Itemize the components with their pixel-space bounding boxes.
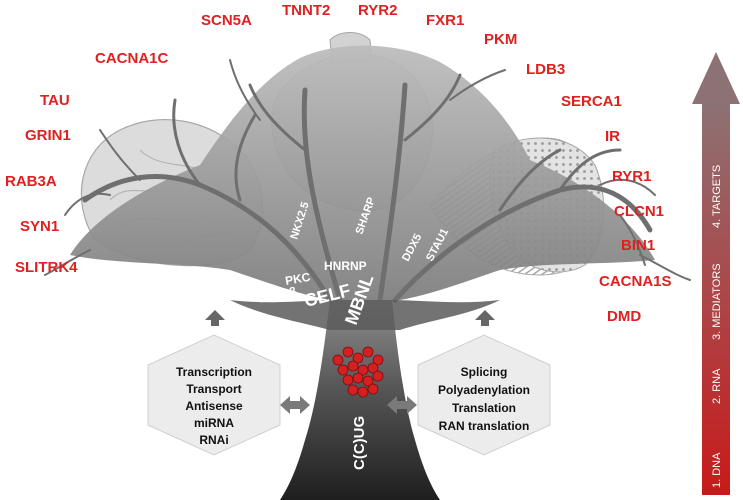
up-arrow-right-icon [475,310,495,326]
left-process-1: Transcription [176,365,252,379]
stage-rna: 2. RNA [711,368,723,404]
double-arrow-right-icon [387,396,417,414]
stage-mediators: 3. MEDIATORS [711,263,723,340]
left-process-2: Transport [186,382,241,396]
gene-syn1: SYN1 [20,218,59,235]
gene-tau: TAU [40,92,70,109]
stage-dna: 1. DNA [711,452,723,488]
gene-fxr1: FXR1 [426,12,464,29]
mediator-hnrnp: HNRNP [324,259,367,273]
gene-tnnt2: TNNT2 [282,2,330,19]
gene-ldb3: LDB3 [526,61,565,78]
gene-ryr2: RYR2 [358,2,397,19]
gene-ir: IR [605,128,620,145]
tree-base-shadow [230,300,500,330]
targets-left: CACNA1C TAU GRIN1 RAB3A SYN1 SLITRK4 [5,50,169,276]
right-process-3: Translation [452,401,516,415]
gene-cacna1s: CACNA1S [599,273,672,290]
gene-rab3a: RAB3A [5,173,57,190]
gene-bin1: BIN1 [621,237,655,254]
left-process-4: miRNA [194,416,234,430]
targets-right: SERCA1 IR RYR1 CLCN1 BIN1 CACNA1S DMD [561,93,672,325]
left-process-5: RNAi [199,433,228,447]
gene-serca1: SERCA1 [561,93,622,110]
gene-clcn1: CLCN1 [614,203,664,220]
stage-targets: 4. TARGETS [711,165,723,228]
trunk-label: C(C)UG [351,416,368,470]
targets-top: SCN5A TNNT2 RYR2 FXR1 PKM LDB3 [201,2,565,78]
left-process-3: Antisense [185,399,243,413]
gene-grin1: GRIN1 [25,127,71,144]
tree-trunk [280,300,440,500]
repeat-cluster [332,346,384,398]
tree-canopy [70,45,655,300]
right-process-hexagon: Splicing Polyadenylation Translation RAN… [417,334,551,456]
right-process-2: Polyadenylation [438,383,530,397]
left-process-hexagon: Transcription Transport Antisense miRNA … [147,334,281,456]
gene-ryr1: RYR1 [612,168,651,185]
tree-branches [44,59,691,303]
gene-pkm: PKM [484,31,517,48]
right-process-4: RAN translation [439,419,530,433]
gene-slitrk4: SLITRK4 [15,259,78,276]
gene-cacna1c: CACNA1C [95,50,169,67]
gene-scn5a: SCN5A [201,12,252,29]
up-arrow-left-icon [205,310,225,326]
double-arrow-left-icon [280,396,310,414]
mediator-pkc: PKC [284,270,312,288]
gene-dmd: DMD [607,308,641,325]
stage-arrow: 1. DNA 2. RNA 3. MEDIATORS 4. TARGETS [692,52,740,495]
right-process-1: Splicing [461,365,508,379]
